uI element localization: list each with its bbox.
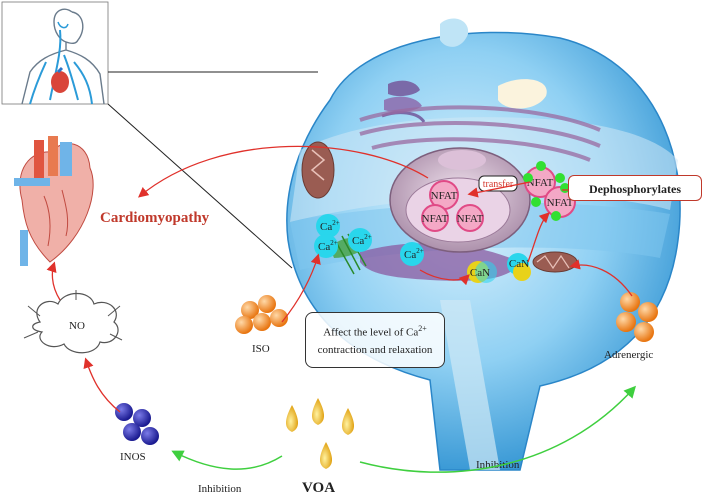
adrenergic-label: Adrenergic [604, 349, 653, 361]
no-cloud [23, 290, 123, 354]
inhibition-label-left: Inhibition [198, 483, 242, 495]
arrow-iso-to-ca [281, 253, 321, 323]
human-body-illustration [1, 1, 109, 105]
arrow-adrenergic-to-can [569, 259, 633, 297]
voa-label: VOA [302, 480, 335, 496]
no-label: NO [69, 320, 85, 332]
mitochondrion-right [532, 251, 578, 273]
svg-text:NFAT: NFAT [422, 213, 449, 225]
nfat-nucleus-3: NFAT [456, 204, 484, 232]
dephosphorylates-label: Dephosphorylates [568, 175, 702, 201]
svg-text:NFAT: NFAT [527, 177, 554, 189]
affect-caption-line2: contraction and relaxation [317, 343, 433, 356]
voa-droplets [285, 398, 355, 469]
transfer-label: transfer [478, 175, 518, 192]
affect-ca-caption: Affect the level of Ca2+ contraction and… [305, 312, 445, 368]
mitochondrion-left [301, 141, 335, 199]
arrow-voa-inhibits-inos [171, 450, 283, 470]
green-arrows [171, 385, 637, 473]
ca-ion-2: Ca2+ [314, 234, 338, 258]
arrow-transfer [467, 181, 531, 198]
vesicle-cream [498, 79, 547, 109]
iso-molecules [235, 295, 288, 334]
arrow-inos-to-no [83, 357, 121, 413]
ca-ion-3: Ca2+ [348, 228, 372, 252]
nucleus [389, 147, 531, 253]
svg-text:Ca2+: Ca2+ [404, 247, 424, 261]
arrow-voa-inhibits-adrenergic [359, 385, 637, 473]
nfat-nucleus-1: NFAT [429, 180, 459, 210]
svg-text:Ca2+: Ca2+ [320, 219, 340, 233]
arrow-ca-to-can [419, 269, 470, 286]
inos-molecules [115, 403, 159, 445]
affect-caption-line1: Affect the level of Ca2+ [323, 324, 427, 339]
endoplasmic-reticulum [359, 105, 601, 162]
arrow-can-to-nfat [527, 212, 550, 263]
ca-ion-1: Ca2+ [316, 214, 340, 238]
ca-ion-4: Ca2+ [400, 242, 424, 266]
connector-line-bottom [107, 103, 293, 269]
heart-illustration [14, 136, 94, 266]
svg-text:NFAT: NFAT [431, 190, 458, 202]
svg-text:CaN: CaN [509, 258, 529, 270]
cardiomyopathy-label: Cardiomyopathy [100, 210, 210, 226]
iso-label: ISO [252, 343, 270, 355]
svg-text:NFAT: NFAT [457, 213, 484, 225]
can-2: CaN [507, 253, 531, 281]
inos-label: INOS [120, 451, 146, 463]
adrenergic-molecules [616, 292, 658, 342]
red-arrows [46, 145, 633, 413]
nfat-cytoplasm-2: NFAT [544, 186, 576, 218]
svg-text:transfer: transfer [483, 179, 514, 190]
svg-text:CaN: CaN [470, 267, 490, 279]
svg-text:Ca2+: Ca2+ [318, 239, 338, 253]
nfat-nucleus-2: NFAT [421, 204, 449, 232]
arrow-nfat-to-cardiomyopathy [137, 145, 429, 198]
svg-text:NFAT: NFAT [547, 197, 574, 209]
svg-text:Ca2+: Ca2+ [352, 233, 372, 247]
arrow-no-to-heart [46, 261, 61, 301]
can-1: CaN [467, 261, 497, 283]
